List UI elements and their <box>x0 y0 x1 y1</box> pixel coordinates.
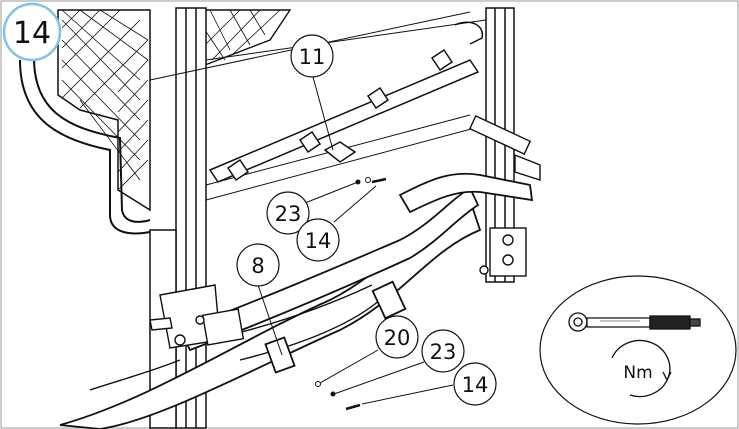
main-tube-assembly <box>59 172 534 429</box>
callout-label: 8 <box>251 254 264 278</box>
callout-part-14-upper: 14 <box>296 218 340 262</box>
rotation-arrow-icon <box>611 339 671 398</box>
callout-label: 14 <box>305 229 332 253</box>
step-number-badge: 14 <box>2 2 62 62</box>
leader-14-lower <box>361 384 454 405</box>
torque-unit-label: Nm <box>623 363 652 383</box>
torque-inset-circle <box>539 275 737 425</box>
leader-23-lower <box>333 361 425 395</box>
leader-11 <box>312 76 334 151</box>
torque-wrench-icon <box>568 312 701 332</box>
callout-part-23-lower: 23 <box>421 329 465 373</box>
callout-part-11: 11 <box>290 34 334 78</box>
leader-20 <box>319 349 379 384</box>
callout-part-14-lower: 14 <box>453 362 497 406</box>
callout-label: 20 <box>384 326 411 350</box>
arrow-head-icon <box>662 371 672 382</box>
callout-label: 11 <box>299 45 326 69</box>
mesh-panel-left <box>19 9 151 235</box>
bracket <box>226 48 454 182</box>
leader-lines <box>257 76 454 405</box>
right-post-hardware <box>468 115 541 277</box>
callout-label: 14 <box>462 373 489 397</box>
left-clamp-hardware <box>149 284 245 349</box>
callout-part-8: 8 <box>236 243 280 287</box>
callout-part-20: 20 <box>375 315 419 359</box>
callout-part-23-upper: 23 <box>266 191 310 235</box>
leader-23-upper <box>304 181 359 204</box>
fastener-hardware <box>315 177 387 411</box>
torque-inset: Nm <box>539 275 737 425</box>
crossbar-rail <box>208 21 484 183</box>
callout-label: 23 <box>430 340 457 364</box>
leader-8 <box>257 284 283 356</box>
callout-label: 23 <box>275 202 302 226</box>
leader-14-upper <box>333 185 377 223</box>
step-number: 14 <box>13 16 51 51</box>
